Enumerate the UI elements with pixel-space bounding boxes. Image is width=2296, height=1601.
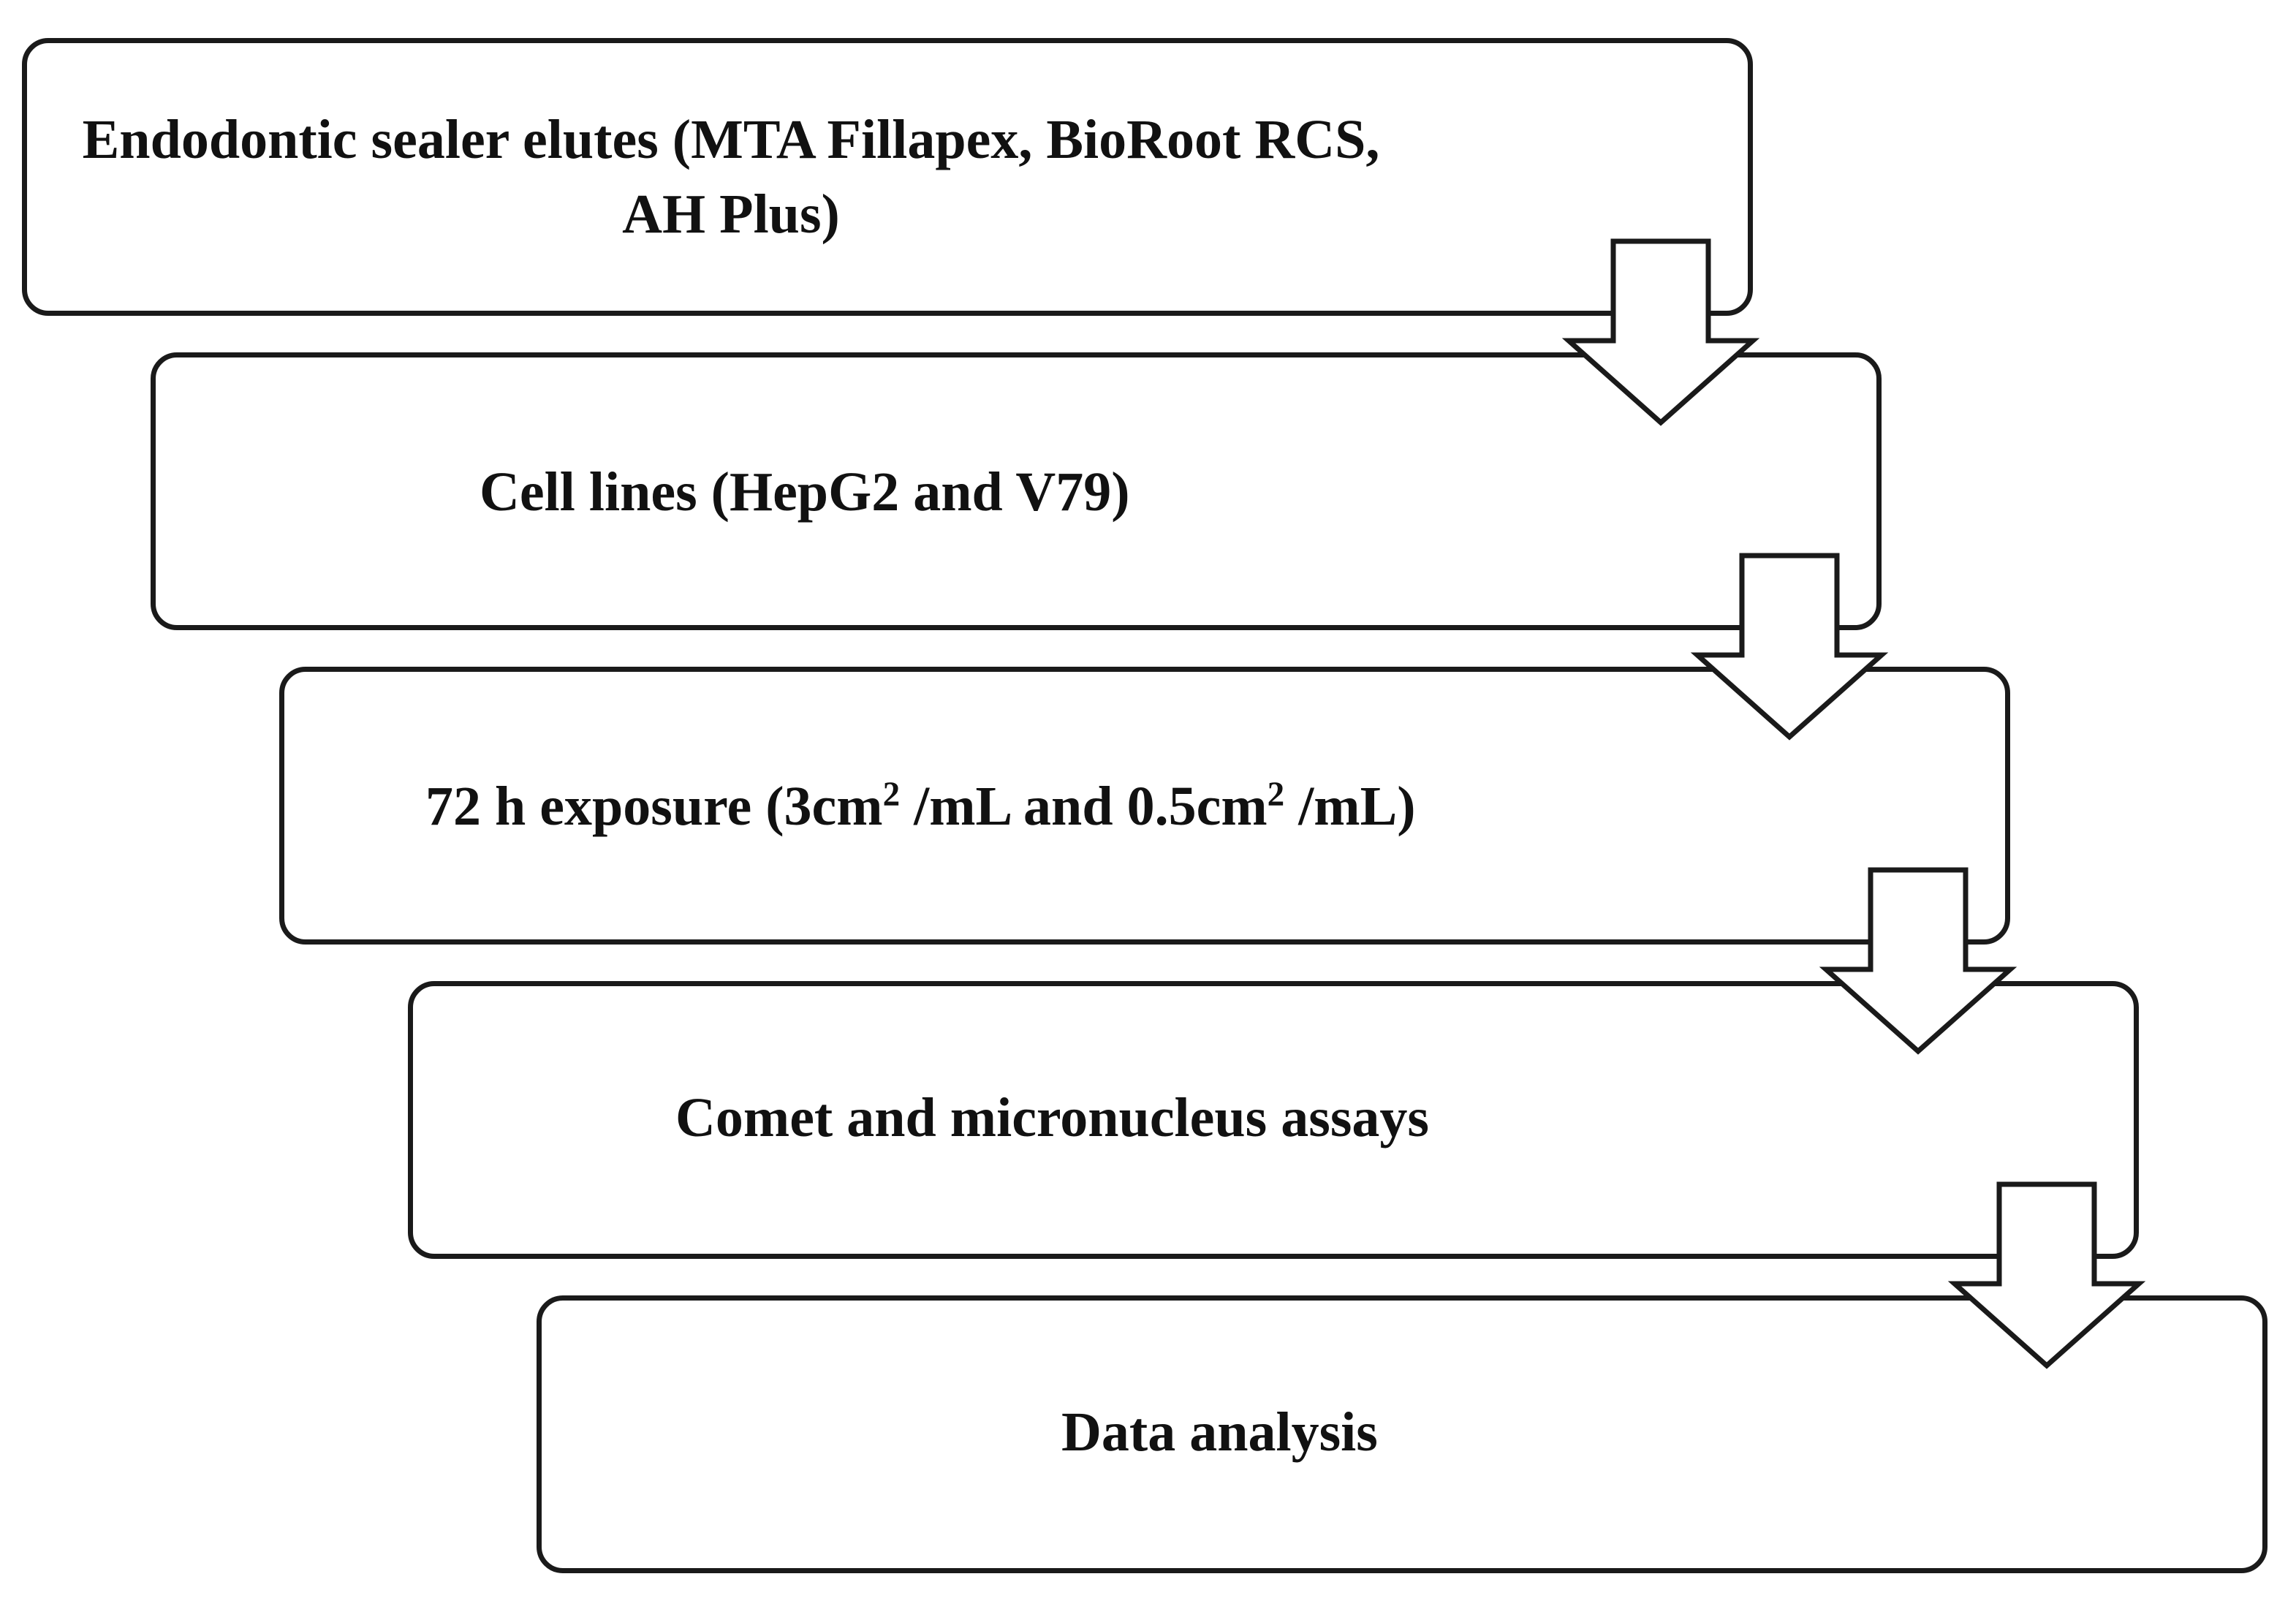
step-box-assays bbox=[408, 981, 2139, 1259]
step-label-data-analysis: Data analysis bbox=[1061, 1401, 1378, 1463]
exposure-superscript-a: 2 bbox=[882, 776, 901, 814]
exposure-text-a: 72 h exposure (3cm bbox=[425, 776, 883, 837]
exposure-text-c: /mL) bbox=[1284, 776, 1416, 837]
exposure-text-b: /mL and 0.5cm bbox=[900, 776, 1268, 837]
step-label-exposure: 72 h exposure (3cm2 /mL and 0.5cm2 /mL) bbox=[425, 769, 1416, 844]
step-box-cell-lines bbox=[151, 352, 1882, 630]
exposure-superscript-b: 2 bbox=[1267, 776, 1285, 814]
step-box-exposure bbox=[279, 667, 2010, 945]
step-box-data-analysis bbox=[537, 1295, 2267, 1573]
step-label-assays: Comet and micronucleus assays bbox=[675, 1087, 1429, 1148]
step-label-cell-lines: Cell lines (HepG2 and V79) bbox=[480, 461, 1130, 523]
down-arrow-icon-4 bbox=[1947, 1181, 2146, 1369]
step-box-sealer-elutes bbox=[22, 38, 1753, 316]
down-arrow-icon-2 bbox=[1690, 553, 1889, 741]
down-arrow-icon-3 bbox=[1819, 867, 2017, 1055]
step-label-sealer-elutes: Endodontic sealer elutes (MTA Fillapex, … bbox=[82, 109, 1380, 245]
down-arrow-icon-1 bbox=[1561, 238, 1760, 426]
